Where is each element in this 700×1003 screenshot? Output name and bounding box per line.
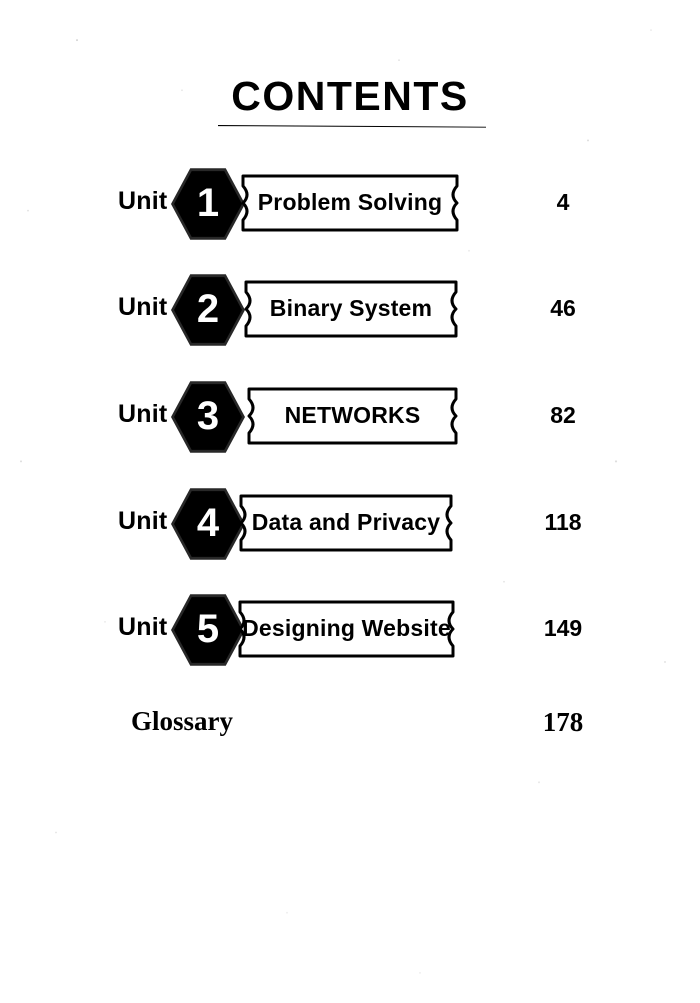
banner-shape-icon [244, 280, 458, 338]
unit-title-5: Designing Website [242, 615, 451, 641]
page-number-2: 46 [550, 295, 576, 321]
page-number-4: 118 [544, 509, 582, 535]
glossary-page-number: 178 [542, 707, 584, 737]
unit-word-2: Unit [118, 293, 168, 321]
unit-badge-3: 3 [171, 381, 245, 453]
page-title: CONTENTS [231, 73, 469, 119]
banner-shape-icon [238, 600, 455, 658]
unit-title-1: Problem Solving [257, 189, 443, 215]
page-number-3: 82 [550, 402, 576, 428]
unit-title-banner-1[interactable]: Problem Solving [240, 173, 460, 233]
unit-title-banner-4[interactable]: Data and Privacy [238, 493, 454, 553]
unit-title-banner-2[interactable]: Binary System [243, 279, 459, 339]
unit-title-4: Data and Privacy [251, 509, 441, 535]
toc-entry-unit-1[interactable]: Unit 1 Problem Solving 4 [0, 165, 700, 241]
unit-number-5: 5 [196, 607, 220, 651]
unit-title-2: Binary System [269, 295, 433, 321]
banner-shape-icon [247, 387, 458, 445]
toc-entry-unit-4[interactable]: Unit 4 Data and Privacy 118 [0, 485, 700, 561]
unit-word-4: Unit [118, 507, 168, 535]
page-number-1: 4 [556, 189, 570, 215]
page-number-5: 149 [543, 615, 583, 641]
unit-number-4: 4 [196, 501, 220, 545]
unit-title-banner-5[interactable]: Designing Website [237, 599, 456, 659]
unit-badge-2: 2 [171, 274, 245, 346]
unit-number-2: 2 [196, 287, 220, 331]
glossary-title: Glossary [131, 706, 234, 736]
unit-word-3: Unit [118, 400, 168, 428]
unit-number-3: 3 [196, 394, 220, 438]
unit-title-3: NETWORKS [284, 402, 421, 428]
unit-title-banner-3[interactable]: NETWORKS [246, 386, 459, 446]
unit-word-1: Unit [118, 187, 168, 215]
toc-entry-unit-2[interactable]: Unit 2 Binary System 46 [0, 271, 700, 347]
unit-word-5: Unit [118, 613, 168, 641]
unit-badge-1: 1 [171, 168, 245, 240]
title-underline [218, 124, 486, 128]
unit-badge-4: 4 [171, 488, 245, 560]
unit-badge-5: 5 [171, 594, 245, 666]
toc-entry-unit-3[interactable]: Unit 3 NETWORKS 82 [0, 378, 700, 454]
banner-shape-icon [239, 494, 453, 552]
unit-number-1: 1 [196, 181, 220, 225]
toc-entry-glossary[interactable]: Glossary 178 [0, 703, 700, 741]
banner-shape-icon [241, 174, 459, 232]
toc-entry-unit-5[interactable]: Unit 5 Designing Website 149 [0, 591, 700, 667]
